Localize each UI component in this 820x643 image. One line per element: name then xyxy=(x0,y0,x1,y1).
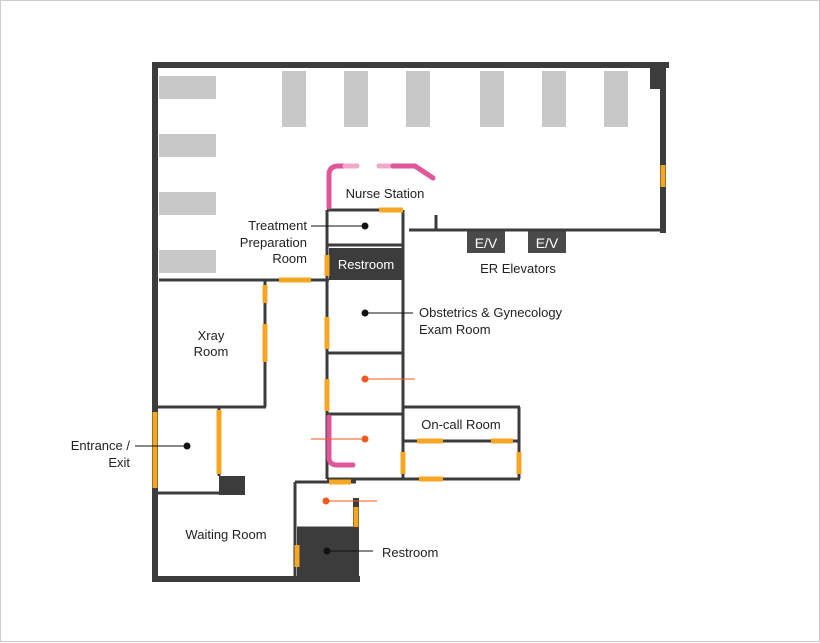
bed-left-2 xyxy=(159,134,216,157)
leader-lines xyxy=(135,225,415,552)
obgyn-label-line2: Exam Room xyxy=(419,322,491,337)
wall-stub-waiting xyxy=(219,476,245,495)
marker-restroom-bottom xyxy=(323,547,331,555)
restroom-top-block xyxy=(329,248,403,280)
treatment-label-line3: Room xyxy=(272,251,307,266)
bed-top-3 xyxy=(406,71,430,127)
xray-label-line2: Room xyxy=(194,344,229,359)
doors xyxy=(152,165,666,567)
waiting-room-label: Waiting Room xyxy=(185,527,266,542)
ev-sign-right xyxy=(528,231,566,253)
bed-top-6 xyxy=(604,71,628,127)
marker-exam-2 xyxy=(361,375,369,383)
nurse-station-right-curve xyxy=(390,163,436,181)
bed-left-1 xyxy=(159,76,216,99)
marker-small-room xyxy=(322,497,330,505)
ev-left-label: E/V xyxy=(475,235,498,251)
ev-sign-left xyxy=(467,231,505,253)
exam-room-curtain xyxy=(326,414,356,468)
obgyn-label-line1: Obstetrics & Gynecology xyxy=(419,305,563,320)
pink-partitions xyxy=(326,163,436,468)
interior-walls xyxy=(155,208,666,579)
restroom-top-label: Restroom xyxy=(338,257,394,272)
marker-treatment xyxy=(361,222,369,230)
outer-walls xyxy=(152,62,669,582)
marker-exam-3 xyxy=(361,435,369,443)
bed-left-4 xyxy=(159,250,216,273)
oncall-label: On-call Room xyxy=(421,417,500,432)
entrance-label-line2: Exit xyxy=(108,455,130,470)
bed-top-2 xyxy=(344,71,368,127)
bed-top-1 xyxy=(282,71,306,127)
marker-obgyn xyxy=(361,309,369,317)
ev-right-label: E/V xyxy=(536,235,559,251)
bed-top-5 xyxy=(542,71,566,127)
beds xyxy=(159,71,628,273)
treatment-label-line1: Treatment xyxy=(248,218,307,233)
markers xyxy=(183,222,369,555)
bed-top-4 xyxy=(480,71,504,127)
xray-label-line1: Xray xyxy=(198,328,225,343)
marker-entrance xyxy=(183,442,191,450)
entrance-label-line1: Entrance / xyxy=(71,438,131,453)
nurse-station-label: Nurse Station xyxy=(346,186,425,201)
er-elevators-label: ER Elevators xyxy=(480,261,556,276)
nurse-station-left-curve xyxy=(326,163,348,210)
treatment-label-line2: Preparation xyxy=(240,235,307,250)
restroom-bottom-label: Restroom xyxy=(382,545,438,560)
bed-left-3 xyxy=(159,192,216,215)
labels: Nurse Station Treatment Preparation Room… xyxy=(71,186,563,560)
